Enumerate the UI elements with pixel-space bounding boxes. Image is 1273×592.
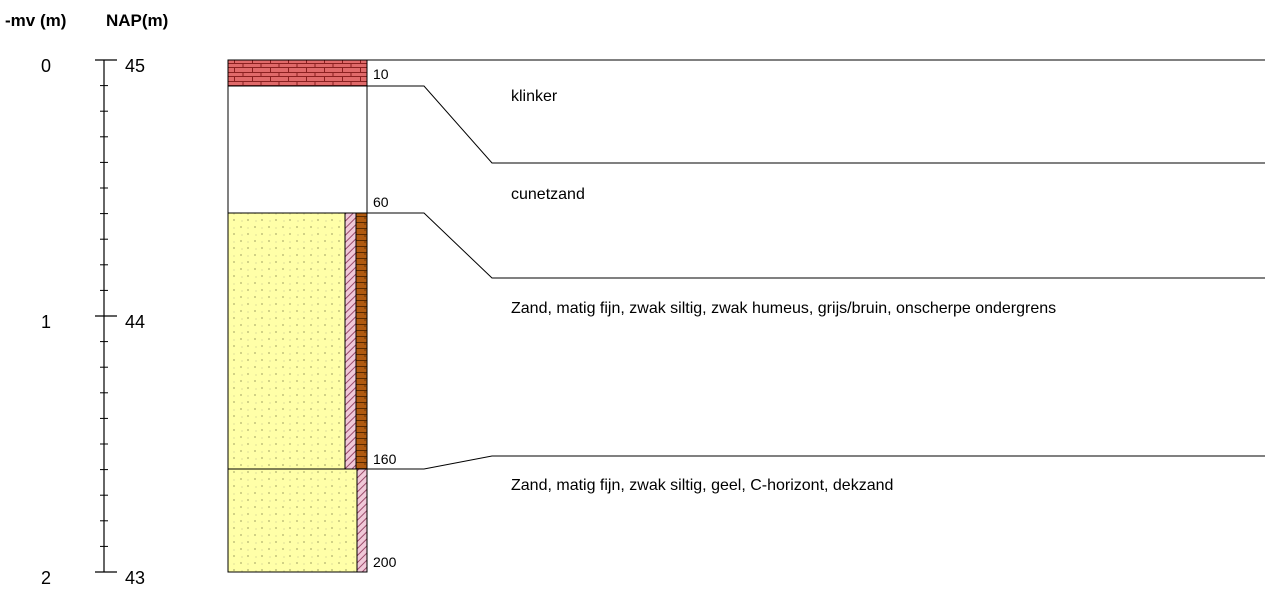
layer-description-cunetzand: cunetzand bbox=[511, 186, 585, 203]
humus-strip bbox=[344, 212, 357, 470]
layer-description-zand-humeus: Zand, matig fijn, zwak siltig, zwak hume… bbox=[511, 300, 1056, 317]
layer-zand-dekzand bbox=[227, 468, 358, 573]
depth-label-10: 10 bbox=[373, 66, 389, 82]
boundary-10-leader bbox=[367, 85, 1265, 164]
nap-header: NAP(m) bbox=[106, 11, 168, 30]
layer-klinker bbox=[227, 59, 368, 87]
layer-zand-humeus bbox=[227, 212, 346, 470]
nap-label-44: 44 bbox=[125, 312, 145, 332]
depth-label-160: 160 bbox=[373, 451, 397, 467]
layer-description-zand-dekzand: Zand, matig fijn, zwak siltig, geel, C-h… bbox=[511, 477, 893, 494]
boundary-160-leader bbox=[367, 455, 1265, 470]
boring-column bbox=[227, 59, 368, 573]
silt-strip bbox=[356, 468, 368, 573]
depth-label-60: 60 bbox=[373, 194, 389, 210]
mv-label-0: 0 bbox=[41, 56, 51, 76]
scale-minor-ticks bbox=[100, 85, 108, 547]
boundary-lines bbox=[367, 59, 1265, 470]
nap-label-45: 45 bbox=[125, 56, 145, 76]
mv-header: -mv (m) bbox=[5, 11, 66, 30]
mv-label-2: 2 bbox=[41, 568, 51, 588]
mv-label-1: 1 bbox=[41, 312, 51, 332]
color-strip bbox=[355, 212, 368, 470]
layer-cunetzand bbox=[227, 85, 368, 214]
boundary-60-leader bbox=[367, 212, 1265, 279]
layer-description-klinker: klinker bbox=[511, 88, 558, 105]
nap-label-43: 43 bbox=[125, 568, 145, 588]
depth-scale bbox=[95, 59, 117, 573]
depth-label-200: 200 bbox=[373, 554, 397, 570]
